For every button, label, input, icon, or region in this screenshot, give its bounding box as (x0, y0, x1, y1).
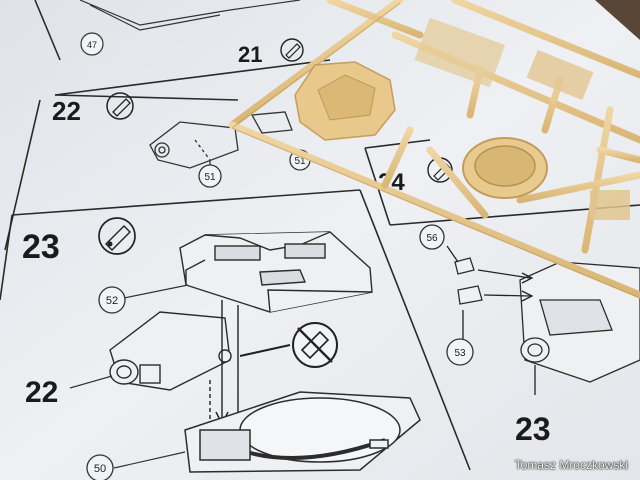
step-22-mantlet-sketch (149, 111, 311, 188)
turret-part-52-sketch (179, 231, 373, 313)
hull-part-50-sketch (184, 391, 421, 473)
leader-line-52 (123, 284, 189, 299)
glue-tube-icon (280, 38, 304, 62)
part-number-51: 51 (204, 172, 216, 183)
part-badge-53 (446, 338, 474, 366)
sprue-corner-part (590, 190, 630, 220)
plastic-sprue (228, 0, 640, 299)
callout-22: 22 (25, 376, 58, 409)
part-number-53: 53 (454, 348, 466, 359)
sprue-ring-inner (474, 145, 536, 187)
glue-tube-icon (98, 217, 136, 255)
part-number-47: 47 (87, 40, 97, 50)
step-24-arrows (446, 245, 536, 395)
leader-line-22 (69, 375, 113, 389)
sprue-panel-part (414, 17, 506, 88)
glue-tube-icon (106, 92, 134, 120)
photo-credit: Tomasz Mroczkowski (514, 458, 628, 472)
no-glue-icon (239, 322, 338, 368)
part-badge-50 (86, 454, 114, 480)
step-number-23: 23 (22, 228, 60, 266)
mantlet-sketch (109, 311, 232, 391)
part-number-56: 56 (426, 233, 438, 244)
step-number-22: 22 (52, 96, 81, 126)
step-24-turret-sketch (454, 257, 640, 383)
part-number-51-partial: 51 (294, 156, 306, 167)
sprue-turret-part-detail (317, 74, 376, 121)
callout-23: 23 (515, 411, 551, 447)
leader-line-50 (113, 451, 186, 469)
part-number-52: 52 (106, 295, 118, 307)
sprue-small-part (526, 49, 594, 101)
part-badge-56 (419, 224, 445, 250)
part-badge-52 (98, 286, 126, 314)
step-21-sketch (79, 0, 301, 56)
part-number-50: 50 (94, 463, 106, 475)
step-number-21: 21 (238, 42, 262, 67)
